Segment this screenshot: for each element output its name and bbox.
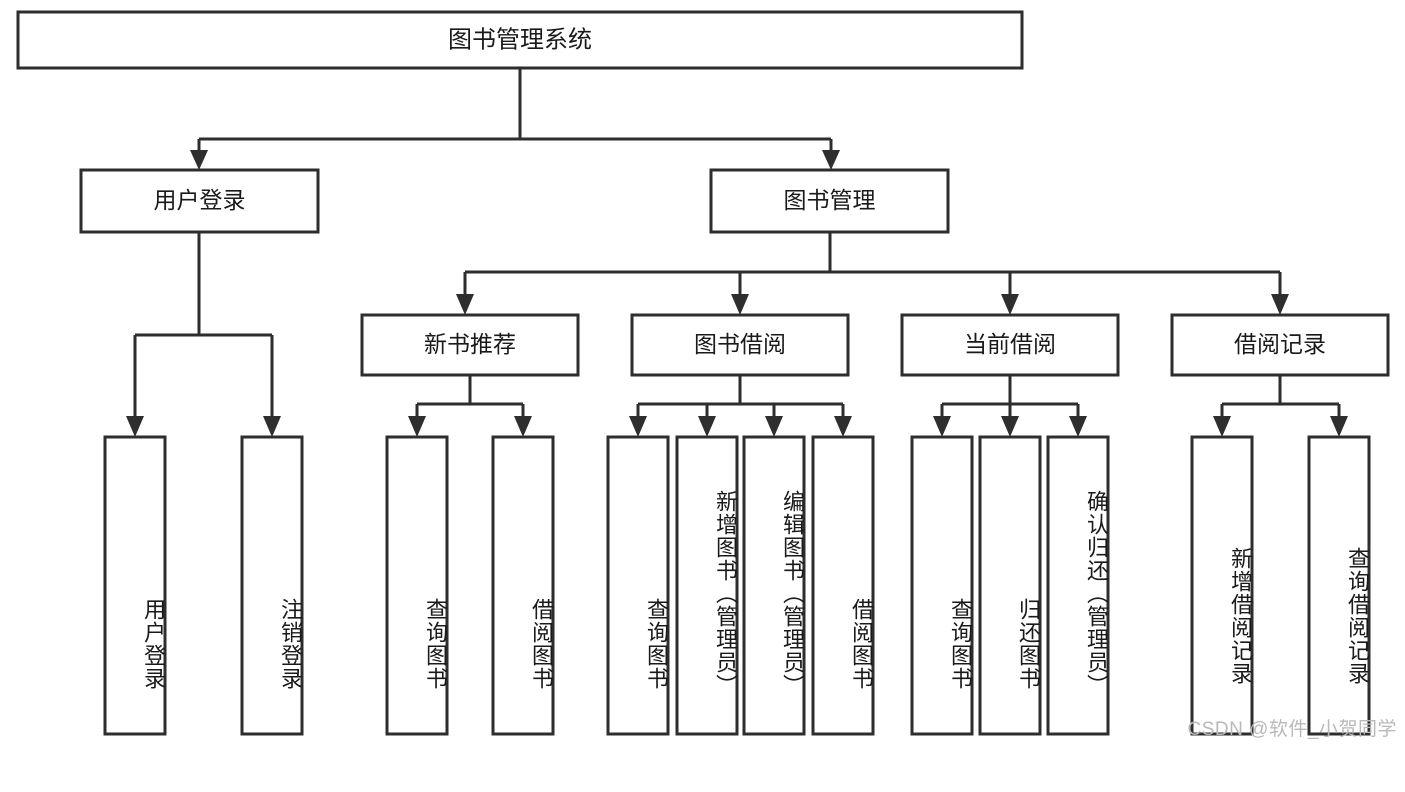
node-book-borrow-label: 图书借阅: [694, 331, 786, 357]
node-new-book-recommend-label: 新书推荐: [424, 331, 516, 357]
flowchart-diagram: 图书管理系统 用户登录 图书管理 新书推荐 图书借阅 当前借阅 借阅记录: [16, 10, 1397, 740]
connector-borrowrecord-to-leaves: [1213, 375, 1348, 437]
node-book-management[interactable]: 图书管理: [709, 168, 950, 234]
leaf-box[interactable]: [606, 435, 670, 736]
connector-userlogin-to-leaves: [126, 232, 281, 437]
leaf-box[interactable]: [385, 435, 449, 736]
connector-currentborrow-to-leaves: [933, 375, 1087, 437]
node-current-borrow[interactable]: 当前借阅: [900, 313, 1120, 377]
node-borrow-record[interactable]: 借阅记录: [1170, 313, 1390, 377]
leaf-box[interactable]: [1307, 435, 1371, 736]
leaf-box[interactable]: [1190, 435, 1254, 736]
leaf-box[interactable]: [240, 435, 304, 736]
connector-bookborrow-to-leaves: [629, 375, 852, 437]
node-root[interactable]: 图书管理系统: [16, 10, 1024, 70]
leaf-box[interactable]: [1046, 435, 1110, 736]
node-root-label: 图书管理系统: [448, 26, 592, 53]
leaf-box[interactable]: [103, 435, 167, 736]
flowchart-canvas: 图书管理系统 用户登录 图书管理 新书推荐 图书借阅 当前借阅 借阅记录: [16, 10, 1390, 736]
node-book-management-label: 图书管理: [784, 187, 876, 213]
node-new-book-recommend[interactable]: 新书推荐: [360, 313, 580, 377]
connector-bookmgmt-to-level3: [456, 232, 1289, 315]
leaf-box[interactable]: [742, 435, 806, 736]
leaf-box[interactable]: [675, 435, 739, 736]
leaf-box[interactable]: [910, 435, 974, 736]
node-borrow-record-label: 借阅记录: [1234, 331, 1326, 357]
node-user-login-label: 用户登录: [154, 187, 246, 213]
connector-newbook-to-leaves: [408, 375, 532, 437]
node-current-borrow-label: 当前借阅: [964, 331, 1056, 357]
node-user-login[interactable]: 用户登录: [79, 168, 320, 234]
leaf-box[interactable]: [491, 435, 555, 736]
leaf-box[interactable]: [978, 435, 1042, 736]
node-book-borrow[interactable]: 图书借阅: [630, 313, 850, 377]
leaf-box[interactable]: [811, 435, 875, 736]
csdn-watermark: CSDN @软件_小贺同学: [1187, 719, 1397, 740]
connector-root-to-level2: [190, 68, 840, 170]
